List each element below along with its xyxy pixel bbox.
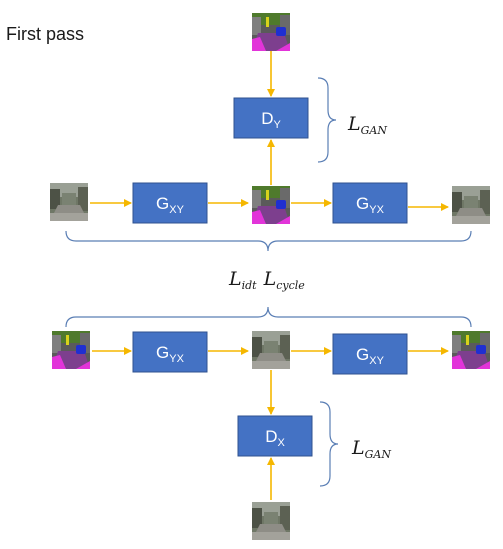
seg-image-bottom-reconstructed — [452, 331, 490, 369]
photo-image-bottom-input — [252, 502, 290, 540]
brace-dx — [319, 401, 339, 487]
seg-image-top — [252, 13, 290, 51]
seg-image-top-generated — [252, 186, 290, 224]
photo-image-bottom-generated — [252, 331, 290, 369]
svg-text:DX: DX — [265, 427, 285, 449]
brace-dy — [317, 77, 337, 163]
loss-gan-bottom: LGAN — [351, 437, 391, 461]
brace-bottom-row — [65, 306, 472, 328]
svg-text:GXY: GXY — [156, 194, 185, 216]
generator-gyx-bottom: GYX — [132, 331, 208, 373]
photo-image-top-reconstructed — [452, 186, 490, 224]
discriminator-dx: DX — [237, 415, 313, 457]
svg-text:DY: DY — [261, 109, 281, 131]
discriminator-dy: DY — [233, 97, 309, 139]
loss-gan-top: LGAN — [347, 113, 387, 137]
generator-gyx-top: GYX — [332, 182, 408, 224]
photo-image-top-left — [50, 183, 88, 221]
first-pass-heading: First pass — [6, 24, 84, 44]
generator-gxy-top: GXY — [132, 182, 208, 224]
generator-gxy-bottom: GXY — [332, 333, 408, 375]
svg-text:GYX: GYX — [356, 194, 385, 216]
svg-text:GXY: GXY — [356, 345, 385, 367]
seg-image-bottom-left — [52, 331, 90, 369]
brace-top-row — [65, 230, 472, 252]
svg-text:GYX: GYX — [156, 343, 185, 365]
